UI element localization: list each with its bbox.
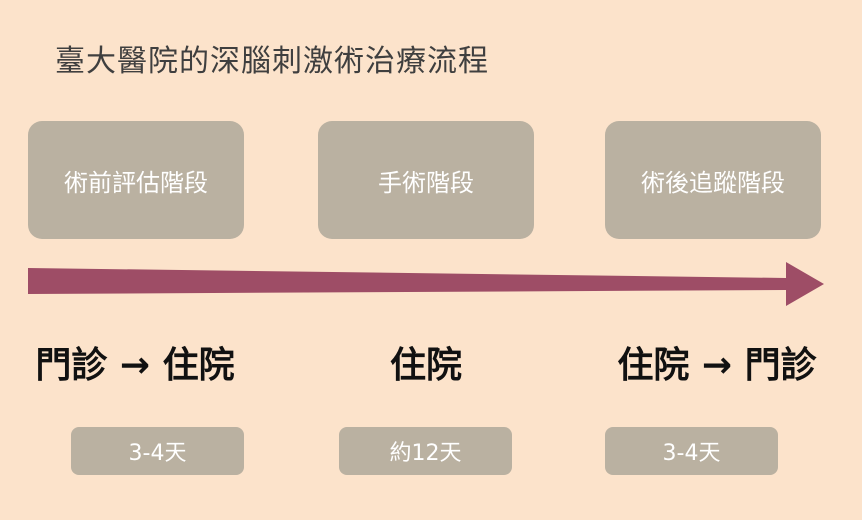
arrow-shape [28,262,824,306]
status-text-op: 住院 [389,345,462,386]
stage-label: 手術階段 [378,168,474,197]
stage-label: 術後追蹤階段 [641,168,785,197]
stage-box-post-op-follow-up: 術後追蹤階段 [605,121,821,239]
stage-box-surgery: 手術階段 [318,121,534,239]
duration-label: 3-4天 [662,441,721,466]
duration-badge-post: 3-4天 [605,427,778,475]
status-text-post: 住院 → 門診 [617,345,817,386]
stage-label: 術前評估階段 [64,168,208,197]
duration-badge-op: 約12天 [339,427,512,475]
duration-label: 3-4天 [128,441,187,466]
duration-label: 約12天 [389,441,462,466]
diagram-title: 臺大醫院的深腦刺激術治療流程 [55,44,489,79]
stage-box-pre-op-evaluation: 術前評估階段 [28,121,244,239]
status-text-pre: 門診 → 住院 [35,345,235,386]
timeline-arrow [28,262,824,306]
duration-badge-pre: 3-4天 [71,427,244,475]
